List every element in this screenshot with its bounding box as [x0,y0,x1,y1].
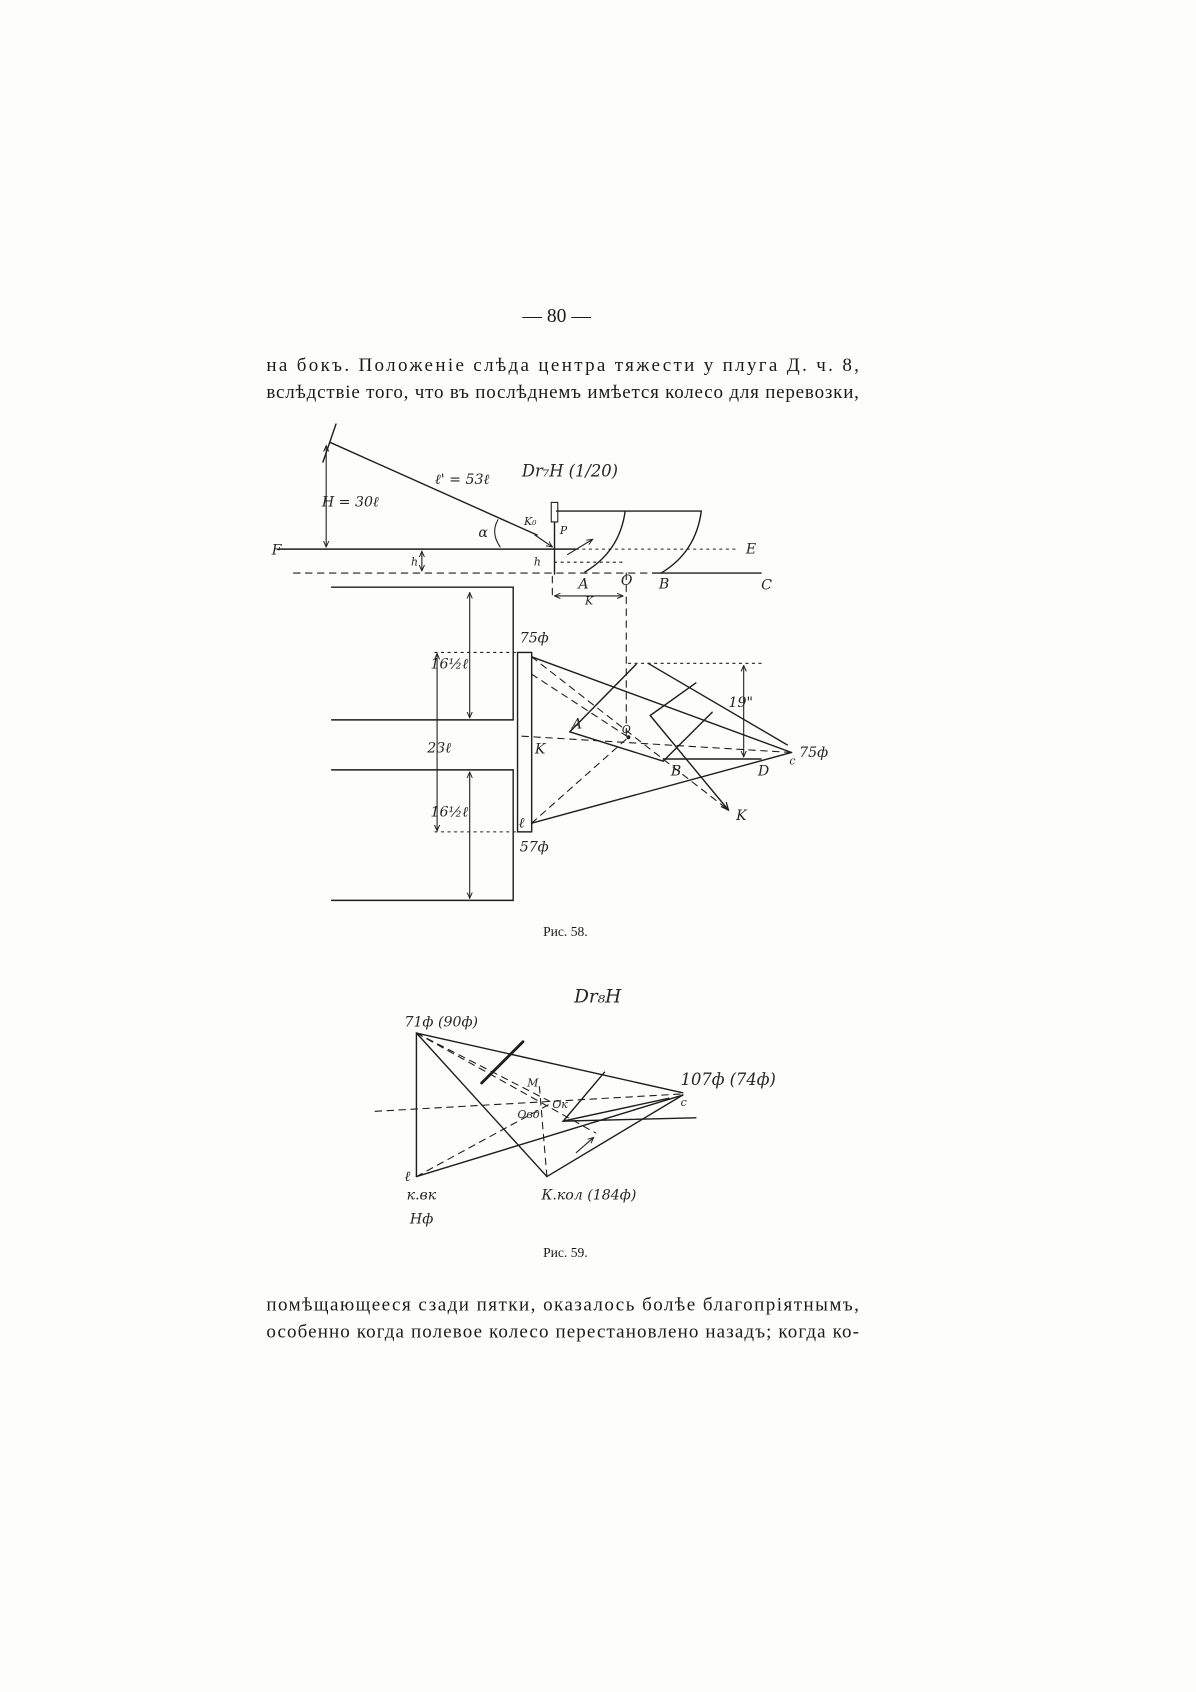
share-mark [480,1040,525,1085]
top-load-label: 75ф [520,631,549,647]
k0-label: K₀ [523,515,537,528]
plan-a-label: A [570,717,582,733]
share-curve [584,510,626,573]
force-arrow-small-2 [567,539,593,556]
body-text-line-4: особенно когда полевое колесо перестанов… [266,1322,859,1343]
h-small-label: h [534,555,541,568]
angle-label: α [478,525,488,541]
right-load-label-59: 107ф (74ф) [681,1070,776,1089]
top-left-load-label: 71ф (90ф) [404,1015,478,1031]
h-label: h [411,555,418,568]
dashed-line-a [415,1032,553,1104]
fig58-plan-view [330,586,793,902]
point-e-label: E [745,541,757,557]
plan-l-label: ℓ [519,816,525,832]
diagonal-edge [415,1032,548,1178]
plan-o-label: O [622,723,631,736]
plan-c-label: c [789,754,795,767]
force-arrow-small [534,534,552,547]
upper-force-line [530,656,793,754]
point-l-label-59: ℓ [404,1169,410,1185]
heel-line-59 [562,1117,697,1122]
upper-frame [330,586,514,721]
p-label: P [559,524,568,537]
height-label: H = 30ℓ [321,495,379,511]
body-text-line-3: помѣщающееся сзади пятки, оказалось болѣ… [266,1294,859,1315]
point-c-label-59: c [681,1096,687,1109]
side-c-label: C [761,577,772,593]
dashed-line-upper [531,673,629,738]
point-f-label: F [271,543,283,559]
k-kol-label: К.кол (184ф) [540,1187,636,1203]
resultant-arrow [649,714,728,811]
plough-plan-edge-1 [569,663,637,733]
upper-half-label: 16½ℓ [431,657,469,673]
plough-plan-edge-3 [662,711,713,762]
long-force-line [647,662,788,746]
lower-force-line [530,751,793,824]
center-point [626,735,631,740]
side-k-label: K [584,595,594,608]
vk-load-label: Hф [409,1211,433,1227]
fig58-side-view [276,423,762,740]
lower-right-edge [546,1094,684,1178]
plough-plan-edge-4 [649,682,697,717]
lower-half-label: 16½ℓ [431,805,469,821]
draft-length-label: ℓ' = 53ℓ [435,472,490,488]
dashed-line-lower [531,736,629,824]
fig59-title: Dr₈H [573,987,622,1008]
arrow-k-label: K [735,808,748,824]
dashed-line-c [538,1084,548,1178]
plan-b-label: B [670,763,681,779]
fig58-caption: Рис. 58. [543,924,588,939]
offset-label: 19" [728,695,752,711]
plan-k-label: K [534,742,547,758]
moldboard-curve [660,510,702,574]
o-k-label: Oк [552,1098,568,1111]
fig59-caption: Рис. 59. [543,1245,588,1260]
o-vd-label: Oвд [518,1108,540,1121]
m-label: M [526,1076,539,1089]
dashed-line-b [415,1102,553,1178]
dashed-line-d [415,1032,597,1134]
width-label: 23ℓ [426,740,451,756]
figure-58: Dr₇H (1/20) ℓ' = 53ℓ H = 30ℓ α F E h K₀ … [271,423,828,939]
figure-59: Dr₈H 71ф (90ф) 107ф (74ф) c ℓ к.вк Hф К.… [374,987,776,1260]
bottom-load-label: 57ф [520,839,549,855]
lower-frame [330,769,514,902]
small-arrow-59 [575,1137,593,1154]
draft-tick [322,423,337,463]
dashed-line-to-k [531,656,730,811]
page-number: — 80 — [521,306,591,327]
k-vk-label: к.вк [407,1187,437,1203]
angle-arc [494,519,501,548]
side-o-label: O [621,573,633,589]
beam-bar [516,651,533,833]
fig58-title: Dr₇H (1/20) [521,461,618,480]
right-load-label: 75ф [799,745,828,761]
draft-line [329,441,538,536]
body-text-line-1: на бокъ. Положеніе слѣда центра тяжести … [266,355,859,376]
bottom-edge [415,1094,684,1178]
plan-d-label: D [757,763,769,779]
dashed-axis [374,1093,684,1112]
plough-plan-edge-2 [569,731,664,762]
body-text-line-2: вслѣдствіе того, что въ послѣднемъ имѣет… [266,382,859,403]
side-b-label: B [658,576,669,592]
dashed-line-center [521,735,793,754]
top-edge [415,1032,684,1094]
side-a-label: A [576,576,588,592]
plough-standard [550,501,559,523]
